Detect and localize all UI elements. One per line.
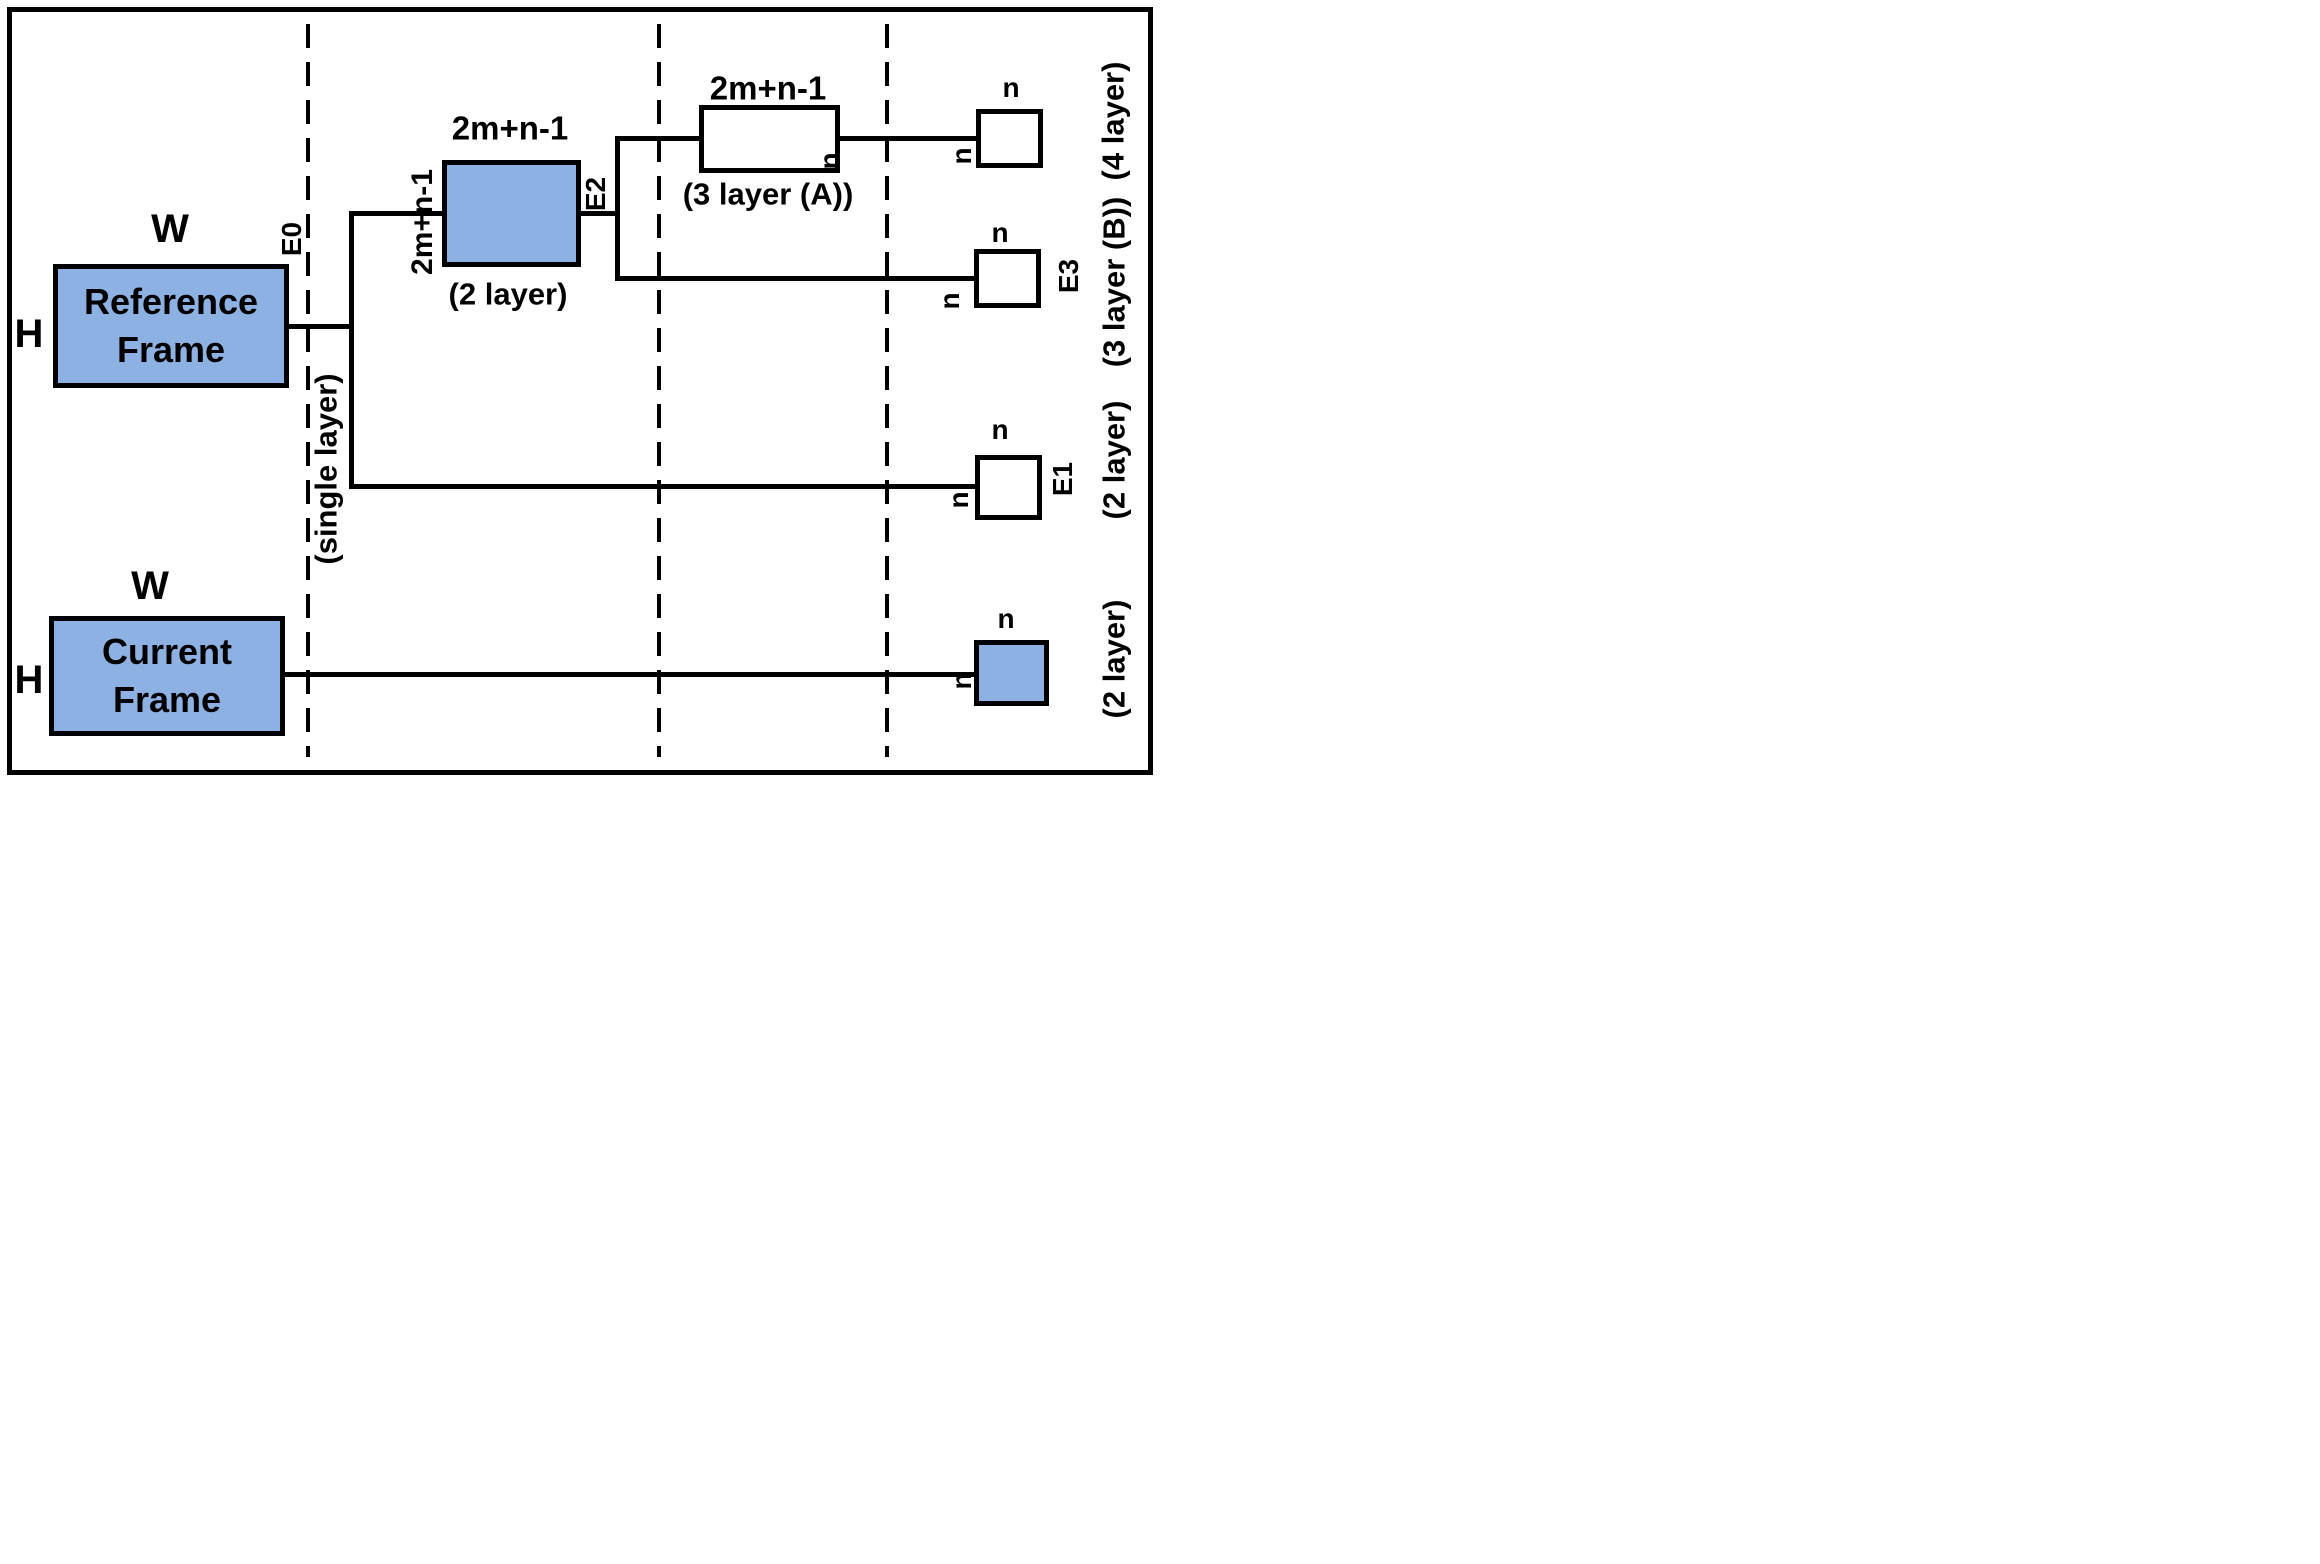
connector-to-3layer-b-buffer	[615, 276, 979, 281]
stage-label-2layer-current: (2 layer)	[1096, 599, 1132, 719]
size-label-n-current-left: n	[946, 672, 977, 690]
figure-canvas: Reference Frame W H E0 (single layer) Cu…	[0, 0, 1160, 782]
width-label-reference: W	[151, 207, 189, 251]
stage-label-2layer-e1: (2 layer)	[1096, 400, 1132, 520]
stage-label-2layer: (2 layer)	[448, 276, 568, 312]
reference-frame-box: Reference Frame	[53, 264, 289, 388]
size-label-n-3layer-a: n	[814, 152, 845, 170]
layer-divider-3	[885, 24, 889, 757]
size-label-n-3layer-b-top: n	[991, 217, 1009, 248]
buffer-2layer-box	[442, 160, 581, 267]
size-label-n-e1-top: n	[991, 414, 1009, 445]
width-label-current: W	[131, 564, 169, 608]
edge-label-e2: E2	[580, 176, 611, 212]
current-frame-title-line2: Frame	[112, 679, 222, 720]
size-label-n-current-top: n	[997, 603, 1015, 634]
figure-border	[7, 7, 1153, 775]
size-label-3layer-a-width: 2m+n-1	[709, 69, 827, 107]
layer-divider-1	[306, 24, 310, 757]
size-label-n-4layer-left: n	[946, 147, 977, 165]
current-2layer-box	[974, 640, 1049, 706]
buffer-4layer-box	[976, 109, 1043, 168]
size-label-n-3layer-b-left: n	[934, 292, 965, 310]
stage-label-3layer-b: (3 layer (B))	[1096, 196, 1132, 368]
size-label-n-e1-left: n	[943, 491, 974, 509]
connector-reference-out	[288, 324, 354, 329]
stage-label-3layer-a: (3 layer (A))	[682, 176, 854, 212]
stage-label-4layer: (4 layer)	[1095, 61, 1131, 181]
stage-label-single-layer: (single layer)	[308, 373, 344, 565]
connector-current-to-2layer-buffer	[285, 672, 979, 677]
connector-3layer-a-to-4layer	[840, 136, 980, 141]
connector-to-2layer-buffer	[349, 211, 445, 216]
size-label-2layer-width: 2m+n-1	[451, 109, 569, 147]
size-label-n-4layer-top: n	[1002, 72, 1020, 103]
branch-vertical-e2	[615, 136, 620, 281]
height-label-current: H	[14, 658, 44, 702]
edge-label-e3: E3	[1053, 258, 1084, 294]
buffer-3layer-b-box	[974, 249, 1041, 308]
edge-label-e0: E0	[276, 221, 307, 257]
current-frame-title-line1: Current	[101, 631, 232, 673]
size-label-2layer-height: 2m+n-1	[406, 169, 439, 275]
edge-label-e1: E1	[1047, 461, 1078, 497]
current-frame-box: Current Frame	[49, 616, 285, 736]
buffer-e1-box	[975, 455, 1042, 520]
layer-divider-2	[657, 24, 661, 757]
branch-vertical-e0	[349, 211, 354, 489]
reference-frame-title-line2: Frame	[116, 329, 226, 370]
reference-frame-title-line1: Reference	[83, 281, 259, 323]
connector-to-3layer-a-buffer	[615, 136, 704, 141]
connector-2layer-out	[581, 211, 620, 216]
height-label-reference: H	[14, 312, 44, 356]
buffer-3layer-a-box	[699, 105, 840, 173]
connector-to-e1-buffer	[349, 484, 980, 489]
